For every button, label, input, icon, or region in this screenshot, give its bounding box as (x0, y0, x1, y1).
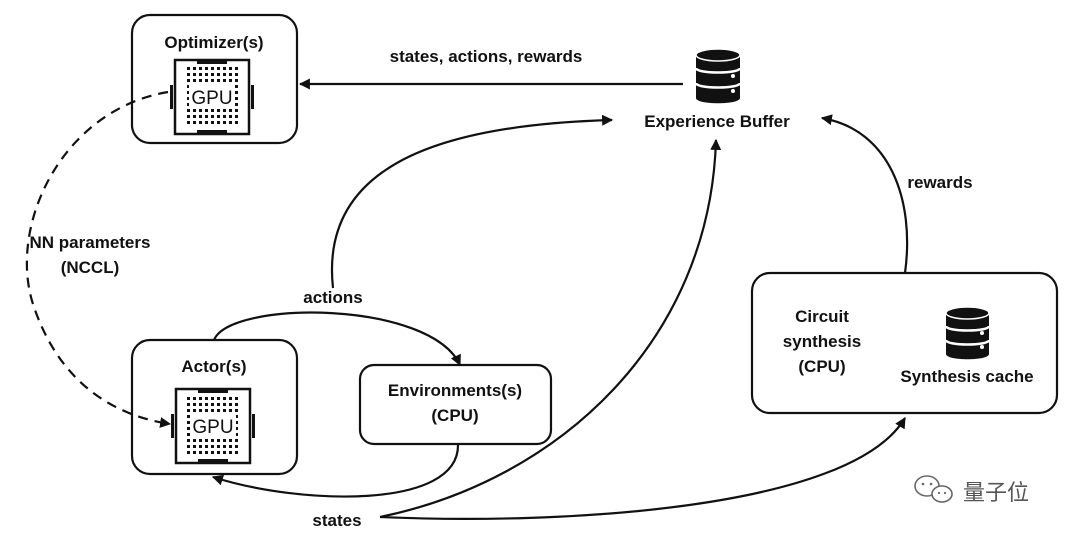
label-nn-parameters-line2: (NCCL) (61, 258, 120, 277)
experience-buffer-database-icon (694, 48, 742, 104)
label-nn-parameters-line1: NN parameters (30, 233, 151, 252)
actor-gpu-chip-icon: GPU (171, 387, 255, 465)
edge-rewards-to-buffer (820, 114, 909, 274)
optimizer-gpu-chip-icon: GPU (170, 58, 254, 136)
environment-label-line2: (CPU) (431, 406, 478, 425)
synthesis-cache-database-icon (944, 306, 991, 360)
optimizer-gpu-label: GPU (191, 88, 232, 109)
edge-actor-to-environment (212, 311, 461, 366)
circuit-synthesis-node: Circuit synthesis (CPU) Synthesis cache (750, 271, 1059, 415)
edge-states-to-circuit (379, 417, 906, 520)
watermark-text: 量子位 (963, 481, 1029, 506)
optimizer-title: Optimizer(s) (164, 33, 263, 52)
experience-buffer-node: Experience Buffer (644, 48, 790, 131)
watermark: 量子位 (914, 475, 1029, 506)
edge-environment-to-actor (211, 443, 460, 498)
experience-buffer-label: Experience Buffer (644, 112, 790, 131)
label-states: states (312, 511, 361, 530)
edge-actions-to-buffer (330, 114, 614, 289)
circuit-label-line1: Circuit (795, 307, 849, 326)
actor-node: Actor(s) GPU (130, 338, 299, 476)
label-rewards: rewards (907, 173, 972, 192)
wechat-icon (914, 475, 953, 503)
actor-gpu-label: GPU (192, 417, 233, 438)
synthesis-cache-label: Synthesis cache (900, 367, 1033, 386)
environment-label-line1: Environments(s) (388, 381, 522, 400)
circuit-label-line3: (CPU) (798, 357, 845, 376)
optimizer-node: Optimizer(s) GPU (130, 13, 299, 145)
edges (25, 78, 909, 520)
edge-states-to-buffer (379, 138, 722, 519)
label-actions: actions (303, 288, 363, 307)
circuit-label-line2: synthesis (783, 332, 861, 351)
label-states-actions-rewards: states, actions, rewards (390, 47, 583, 66)
environment-node: Environments(s) (CPU) (358, 363, 553, 446)
edge-nn-parameters (25, 90, 172, 428)
actor-title: Actor(s) (181, 357, 246, 376)
